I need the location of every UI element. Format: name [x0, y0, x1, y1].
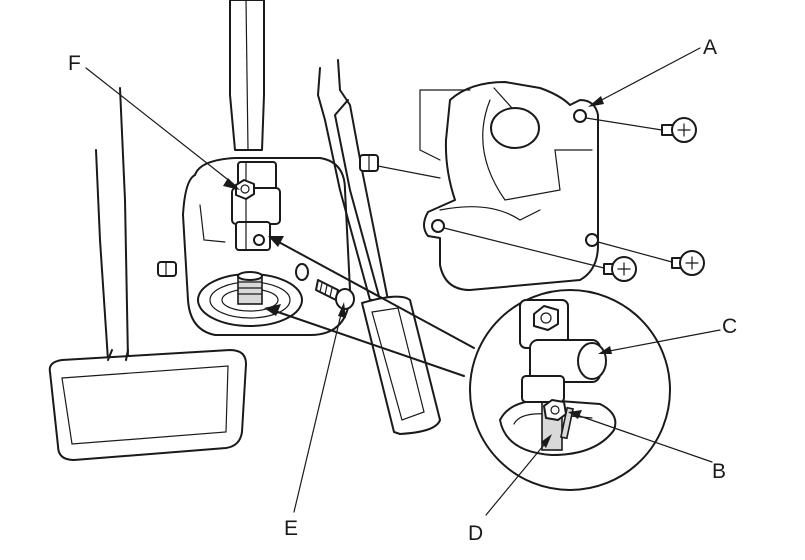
bolt-pedal — [359, 154, 379, 172]
brake-pedal — [317, 59, 441, 435]
screw-1 — [661, 117, 697, 143]
label-b: B — [712, 460, 726, 483]
accelerator-pedal — [48, 349, 247, 461]
screw-3 — [671, 250, 705, 276]
washer — [295, 263, 309, 281]
label-a: A — [703, 36, 717, 59]
label-d: D — [468, 522, 483, 545]
detail-circle — [469, 289, 671, 491]
bolt-left — [157, 261, 177, 277]
bolt-f — [235, 179, 255, 200]
label-c: C — [722, 315, 737, 338]
plate-recess — [199, 204, 226, 243]
leaders — [85, 47, 721, 516]
left-pillar — [95, 87, 129, 361]
guide-lines — [377, 89, 673, 269]
arrows — [264, 236, 475, 377]
label-f: F — [68, 52, 81, 75]
joint-cover — [423, 81, 599, 291]
pinion-shaft — [237, 271, 263, 305]
screw-2 — [603, 256, 637, 282]
steering-shaft — [229, 0, 265, 151]
bolt-e — [315, 279, 355, 310]
label-e: E — [284, 517, 298, 540]
